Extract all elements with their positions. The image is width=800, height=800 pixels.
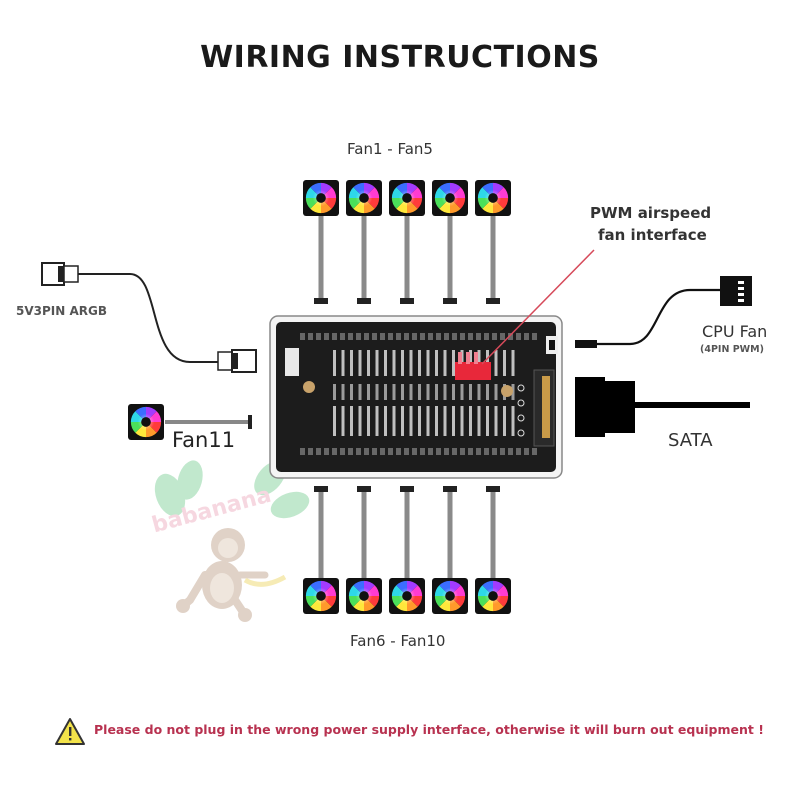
- cpu-fan-cable: [575, 276, 752, 348]
- fan-cable: [361, 216, 367, 300]
- fan-connector: [443, 298, 457, 304]
- fan-icon-fan11: [128, 404, 164, 440]
- argb-cable: [41, 262, 257, 373]
- fan-icon-fan3: [389, 180, 425, 216]
- fan-cable: [490, 492, 496, 580]
- fan-connector: [314, 298, 328, 304]
- fan-icon-fan4: [432, 180, 468, 216]
- fan-icon-fan9: [432, 578, 468, 614]
- fan-cable: [361, 492, 367, 580]
- fan-connector: [357, 298, 371, 304]
- label-fans-top: Fan1 - Fan5: [347, 140, 433, 158]
- label-pwm-line1: PWM airspeed: [590, 204, 712, 222]
- label-sata: SATA: [668, 430, 713, 451]
- fan-icon-fan10: [475, 578, 511, 614]
- fan-cable: [318, 216, 324, 300]
- pwm-header: [455, 362, 491, 380]
- fan-cable: [447, 216, 453, 300]
- label-cpu-fan-sub: (4PIN PWM): [700, 344, 764, 355]
- fan-connector: [314, 486, 328, 492]
- fan-connector: [443, 486, 457, 492]
- page-title: WIRING INSTRUCTIONS: [200, 40, 600, 75]
- fan-cable: [318, 492, 324, 580]
- fan-connector: [357, 486, 371, 492]
- top-fans-group: [303, 180, 511, 304]
- watermark: babanana: [149, 460, 310, 622]
- bottom-fans-group: [303, 486, 511, 614]
- fan-icon-fan7: [346, 578, 382, 614]
- pwm-callout-line: [481, 249, 595, 365]
- fan11: [128, 404, 164, 440]
- fan-icon-fan8: [389, 578, 425, 614]
- fan-cable: [404, 216, 410, 300]
- fan-icon-fan1: [303, 180, 339, 216]
- fan-cable: [404, 492, 410, 580]
- label-fan11: Fan11: [172, 428, 236, 452]
- fan-icon-fan6: [303, 578, 339, 614]
- label-pwm-line2: fan interface: [598, 226, 707, 244]
- label-cpu-fan: CPU Fan: [702, 322, 768, 341]
- fan-cable: [447, 492, 453, 580]
- fan-connector: [486, 298, 500, 304]
- label-argb: 5V3PIN ARGB: [16, 304, 107, 318]
- warning-text: Please do not plug in the wrong power su…: [94, 722, 764, 737]
- fan-connector: [400, 298, 414, 304]
- fan-connector: [486, 486, 500, 492]
- sata-cable: [575, 377, 750, 437]
- fan-icon-fan2: [346, 180, 382, 216]
- fan-connector: [400, 486, 414, 492]
- warning-triangle-icon: [55, 718, 85, 745]
- fan-cable: [490, 216, 496, 300]
- fan-hub-board: [269, 315, 563, 479]
- label-fans-bottom: Fan6 - Fan10: [350, 632, 446, 650]
- fan-icon-fan5: [475, 180, 511, 216]
